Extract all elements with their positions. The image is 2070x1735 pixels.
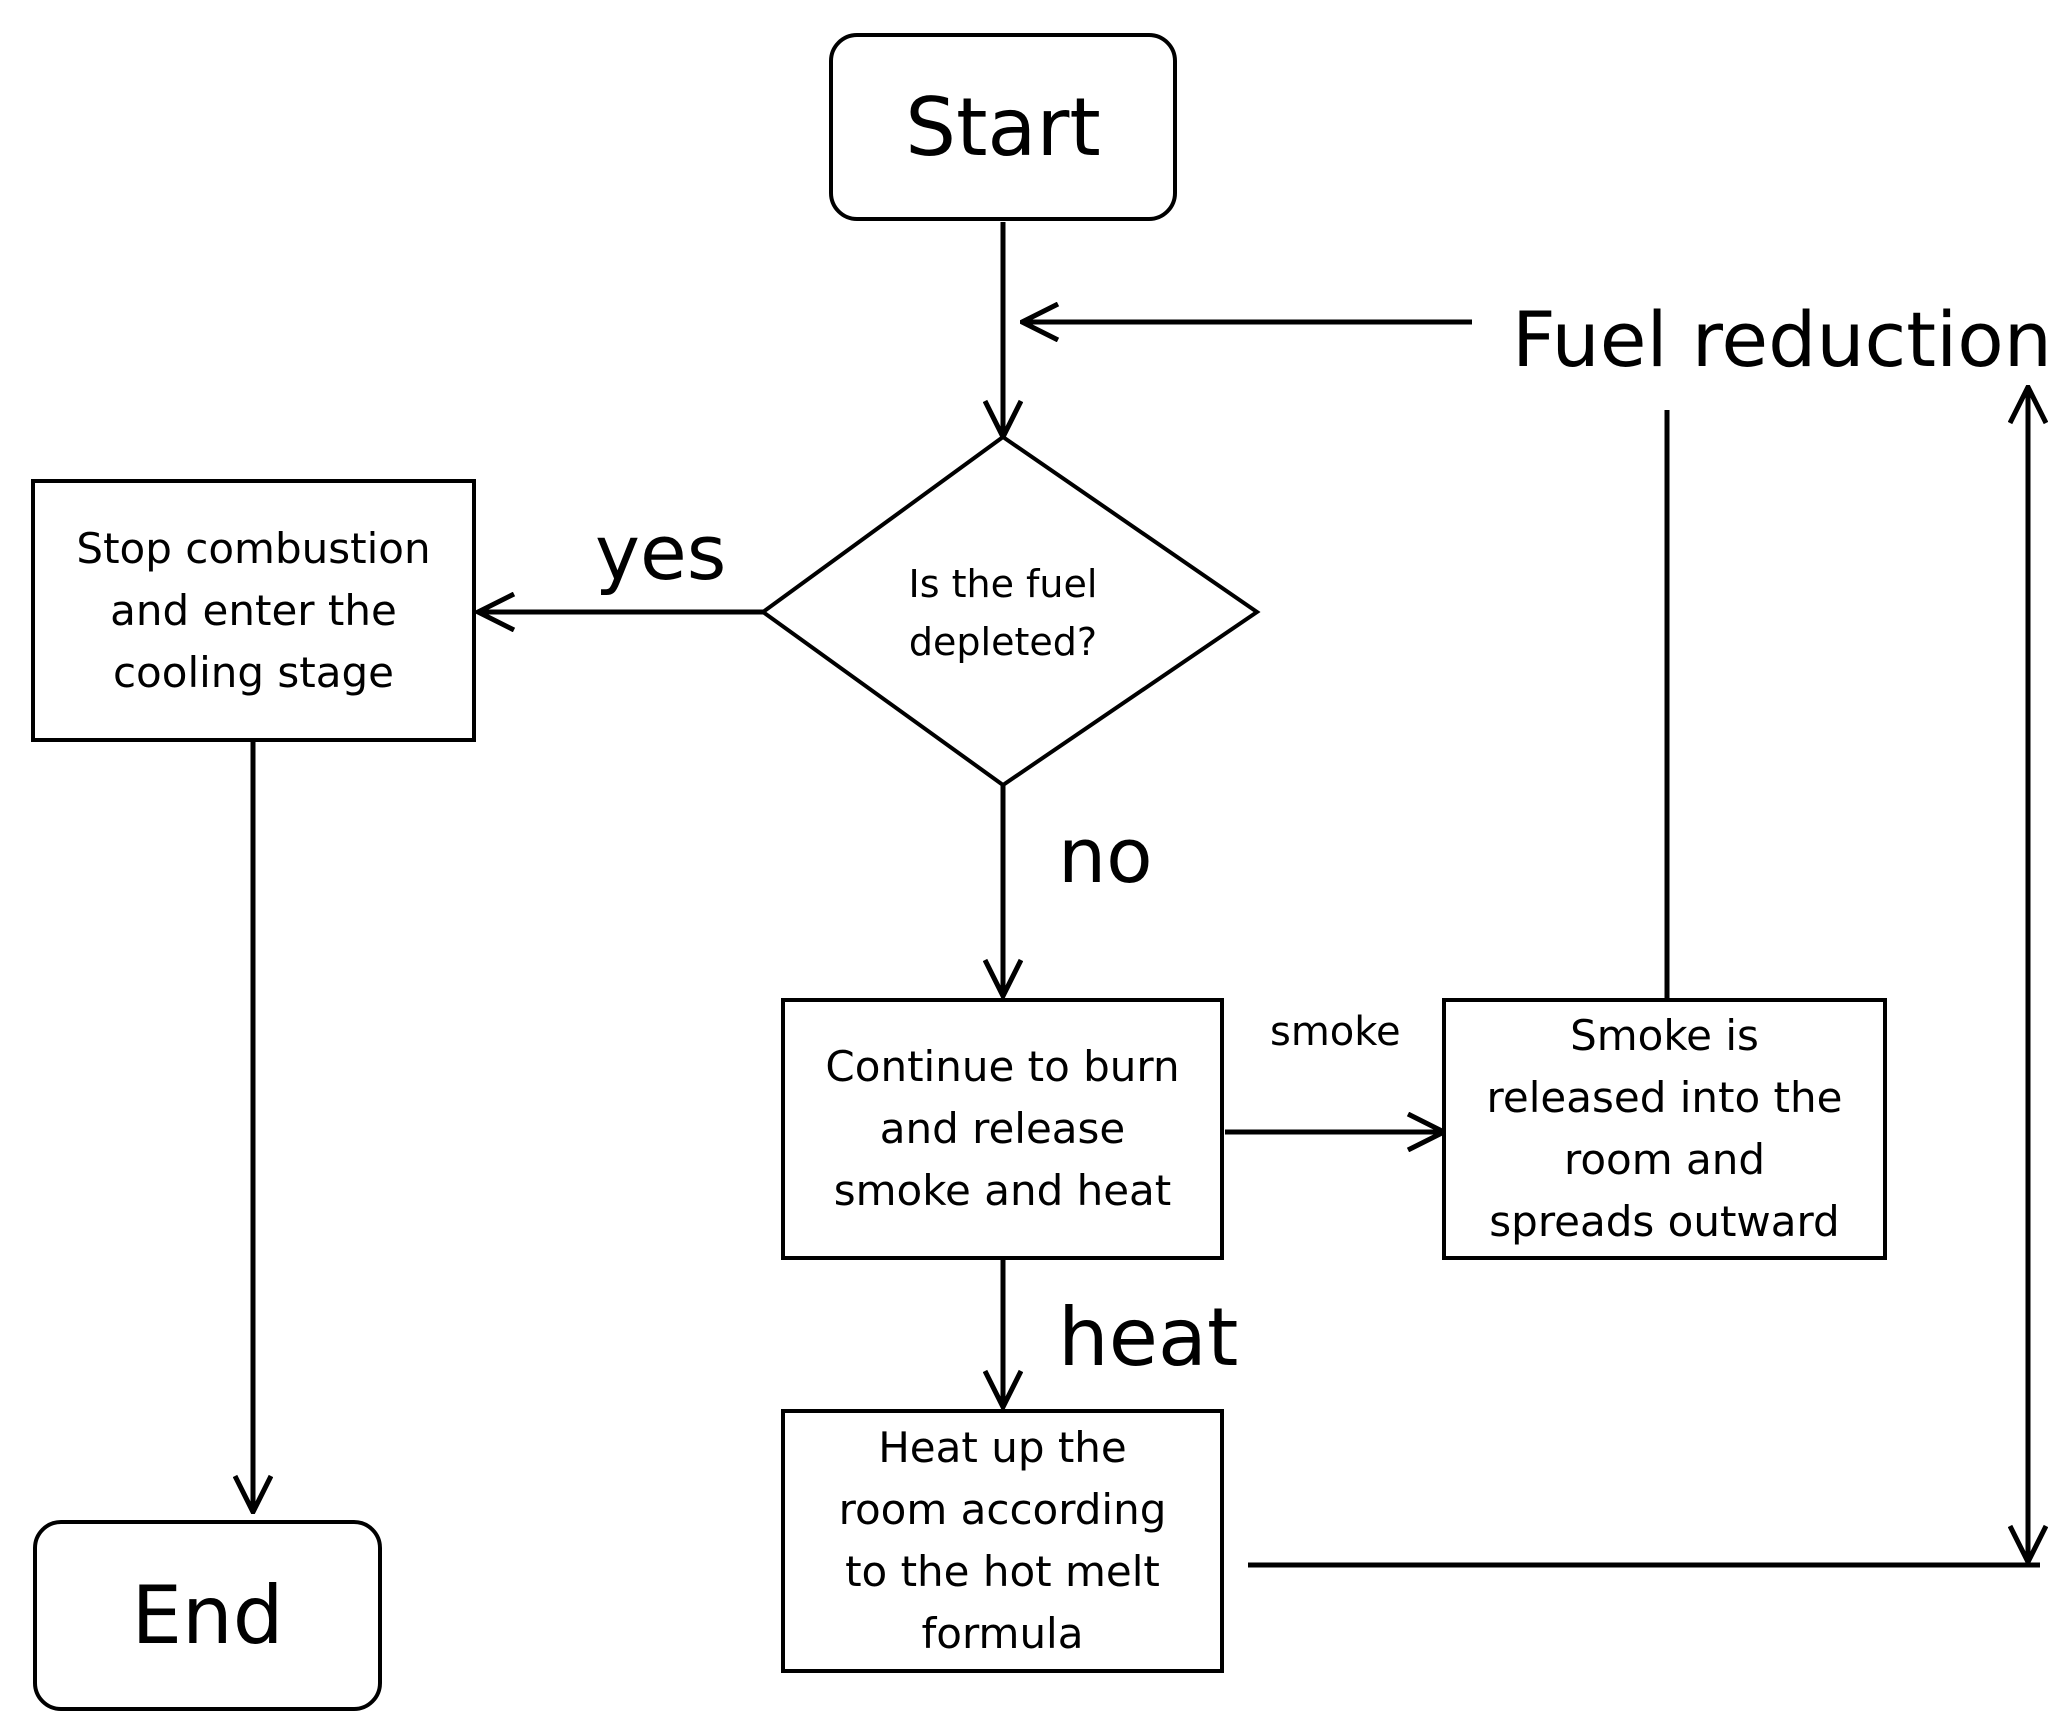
- continue-burn-box: Continue to burn and release smoke and h…: [781, 998, 1224, 1260]
- fuel-reduction-label: Fuel reduction: [1512, 295, 2052, 384]
- heat-room-label: Heat up the room according to the hot me…: [838, 1423, 1167, 1658]
- stop-combustion-box: Stop combustion and enter the cooling st…: [31, 479, 476, 742]
- smoke-release-box: Smoke is released into the room and spre…: [1442, 998, 1887, 1260]
- heat-label: heat: [1058, 1291, 1239, 1384]
- start-label: Start: [905, 80, 1101, 174]
- decision-label: Is the fuel depleted?: [908, 562, 1098, 664]
- continue-burn-label: Continue to burn and release smoke and h…: [825, 1042, 1180, 1215]
- smoke-release-label: Smoke is released into the room and spre…: [1486, 1011, 1843, 1246]
- start-node: Start: [829, 33, 1177, 221]
- no-label: no: [1058, 811, 1153, 900]
- end-node: End: [33, 1520, 382, 1711]
- end-label: End: [131, 1569, 284, 1662]
- decision-diamond: [759, 434, 1261, 788]
- yes-label: yes: [595, 508, 727, 597]
- heat-room-box: Heat up the room according to the hot me…: [781, 1409, 1224, 1673]
- stop-combustion-label: Stop combustion and enter the cooling st…: [76, 523, 431, 697]
- smoke-label: smoke: [1270, 1009, 1401, 1055]
